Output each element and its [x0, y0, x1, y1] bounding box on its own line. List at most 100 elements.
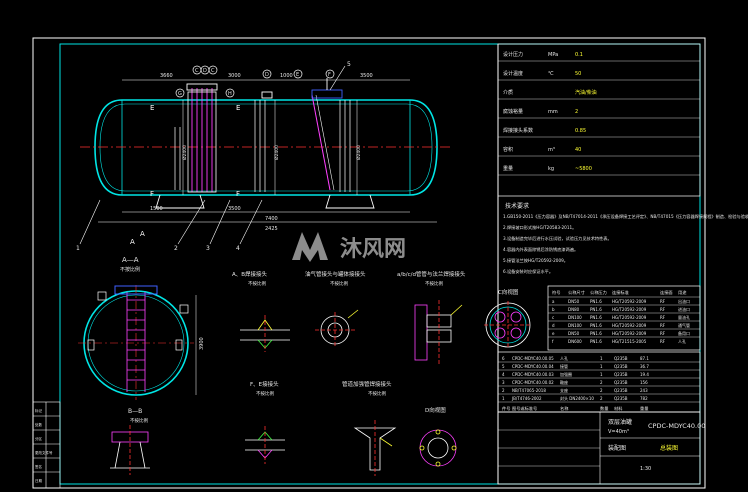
section-mark-f-right: F	[236, 190, 240, 198]
tank-inner-shell	[99, 103, 433, 192]
section-mark-e-right: E	[236, 104, 240, 112]
title-block-drawing-no: CPDC-MDYC40.00	[648, 422, 705, 430]
nozzle-letter-6: F	[328, 72, 331, 78]
parts-cell: 87.1	[640, 356, 649, 361]
parts-cell: 接管	[560, 363, 568, 369]
watermark-text: 沐风网	[340, 237, 406, 262]
nozzle-cell: HG/T20592-2009	[612, 323, 647, 328]
parts-cell: 36.7	[640, 364, 649, 369]
nozzle-cell: PN1.6	[590, 331, 602, 336]
parts-cell: 2	[600, 380, 603, 385]
parts-cell: 2	[600, 388, 603, 393]
pipe-support-frame	[187, 91, 217, 193]
parts-header-cell: 材料	[614, 405, 623, 412]
title-block-scale: 1:30	[640, 466, 651, 472]
nozzle-cell: DN50	[568, 331, 580, 336]
tech-row-value: 0.85	[575, 128, 586, 134]
section-bb-detail	[110, 425, 150, 475]
section-mark-a-right: A	[140, 230, 145, 238]
parts-cell: 人孔	[560, 355, 568, 361]
nozzle-cell: PN1.6	[590, 339, 602, 344]
nozzle-header-cell: 公称尺寸	[568, 289, 585, 296]
dim-bottom-3: 7400	[265, 216, 278, 222]
parts-cell: 支座	[560, 387, 568, 393]
notes-lines: 1.GB150-2011《压力容器》及NB/T47014-2011《承压设备焊接…	[503, 213, 748, 275]
dim-top-3: 1000	[280, 73, 293, 79]
tech-row-unit: kg	[548, 166, 554, 172]
note-line: 3.设备制造完毕后进行水压试验，试验压力见技术特性表。	[503, 235, 612, 242]
note-line: 2.焊接坡口形式按HG/T20583-2011。	[503, 224, 576, 231]
nozzle-cell: RF	[660, 299, 666, 304]
parts-cell: Q235B	[614, 356, 628, 361]
parts-cell: 封头 DN2400×10	[560, 395, 594, 401]
nozzle-cell: DN100	[568, 323, 582, 328]
tech-row-value: 2	[575, 109, 578, 115]
parts-cell: 1	[600, 364, 603, 369]
c-view-detail	[484, 301, 532, 349]
section-aa-dim: 3900	[199, 337, 205, 350]
nozzle-cell: c	[552, 315, 554, 320]
nozzle-header-cell: 符号	[552, 289, 560, 296]
nozzle-cell: RF	[660, 307, 666, 312]
parts-cell: 156	[640, 380, 648, 385]
parts-header-cell: 图号或标准号	[512, 405, 537, 412]
revision-label: 更改文件号	[35, 450, 53, 455]
nozzle-cell: PN1.6	[590, 307, 602, 312]
parts-header-cell: 数量	[600, 405, 608, 412]
parts-cell: JB/T4746-2002	[511, 396, 542, 401]
parts-cell: Q235B	[614, 388, 628, 393]
manhole-flange	[114, 285, 158, 295]
nozzle-header-cell: 用途	[678, 289, 687, 296]
tech-row-param: 设计温度	[503, 70, 523, 77]
part-balloon-5: 5	[347, 61, 351, 68]
detail-title-d-view: D向视图	[425, 406, 446, 414]
parts-header-cell: 重量	[640, 405, 648, 412]
dim-vert-1: Ø2400	[181, 145, 188, 160]
notes-title: 技术要求	[505, 202, 529, 210]
parts-cell: CPDC-MDYC40.00.05	[512, 356, 554, 361]
nozzle-header-cell: 连接标准	[612, 289, 629, 296]
parts-cell: 4	[502, 372, 505, 377]
nozzle-cell: b	[552, 307, 555, 312]
nozzle-cell: RF	[660, 323, 666, 328]
detail-sub-flange-weld: 不按比例	[425, 280, 443, 287]
detail-sub-reinforce: 不按比例	[368, 390, 386, 397]
nozzle-cell: RF	[660, 339, 666, 344]
tech-row-param: 腐蚀裕量	[503, 108, 523, 115]
dim-vert-2: Ø2400	[273, 145, 280, 160]
tech-row-param: 设计压力	[503, 51, 523, 58]
section-mark-a-left: A	[130, 238, 135, 246]
section-mark-f-left: F	[150, 190, 154, 198]
revision-label: 标记	[35, 408, 42, 413]
nozzle-cell: HG/T20592-2009	[612, 315, 647, 320]
revision-label: 处数	[35, 422, 42, 427]
parts-cell: CPDC-MDYC40.00.02	[512, 380, 554, 385]
saddles	[155, 194, 375, 209]
parts-header-cell: 名称	[560, 405, 568, 412]
tech-row-value: 汽油/柴油	[575, 89, 597, 96]
nozzle-letter-4: D	[265, 72, 269, 78]
parts-cell: 2	[600, 396, 603, 401]
note-line: 5.接管法兰按HG/T20592-2009。	[503, 257, 568, 264]
d-view-detail	[419, 429, 457, 467]
weld-detail-ab	[240, 315, 290, 352]
outer-frame	[32, 37, 706, 489]
inclined-pipe-outline	[315, 94, 335, 191]
nozzle-cell: DN600	[568, 339, 582, 344]
tech-row-param: 容积	[503, 146, 513, 153]
detail-sub-pipe-joint: 不按比例	[330, 280, 348, 287]
detail-sub-ab-weld: 不按比例	[248, 280, 266, 287]
ladder	[126, 292, 146, 392]
tech-row-param: 介质	[503, 89, 513, 96]
tech-row-value: 40	[575, 147, 581, 153]
side-brackets	[87, 291, 189, 351]
nozzle-cell: HG/T20592-2009	[612, 299, 647, 304]
inclined-pipe	[311, 94, 331, 191]
nozzle-letter-2: D	[203, 68, 207, 74]
parts-header-cell: 件号	[502, 405, 510, 412]
